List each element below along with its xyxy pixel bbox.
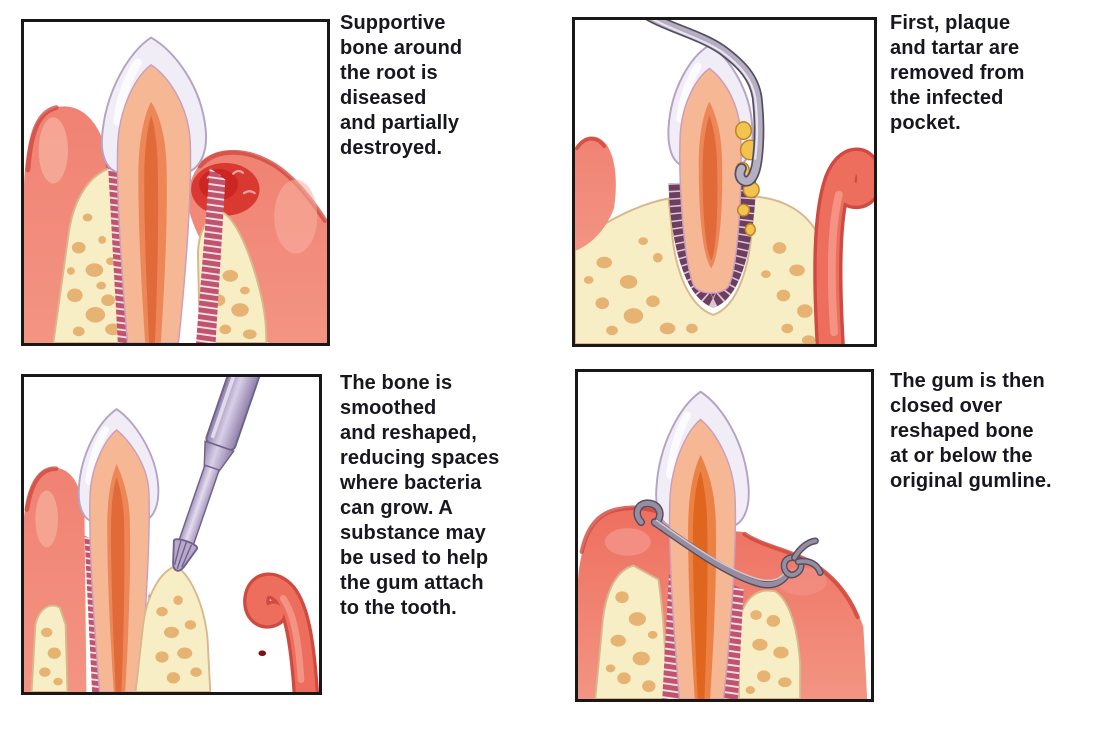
tooth-graphic: [77, 408, 160, 692]
reshaped-bone-graphic: [134, 565, 212, 692]
caption-bone-reshaping: The bone is smoothed and reshaped, reduc…: [340, 372, 500, 619]
bone-graphic: [30, 604, 69, 692]
caption-plaque-removal: First, plaque and tartar are removed fro…: [890, 12, 1025, 134]
bur-smoothing-bone-graphic: [24, 377, 319, 692]
caption-gum-closure: The gum is then closed over reshaped bon…: [890, 370, 1052, 492]
retracted-gum-flap: [243, 572, 319, 692]
scaler-instrument-graphic: [645, 20, 765, 187]
suture-thread-graphic: [633, 499, 824, 589]
periodontal-ligament-graphic: [668, 180, 757, 308]
gum-tissue-graphic: [575, 136, 874, 344]
tooth-with-diseased-bone-graphic: [24, 36, 327, 343]
sutured-gum-graphic: [578, 390, 868, 699]
illustration-gum-closure: [575, 369, 874, 702]
illustration-diseased-bone: [21, 19, 330, 346]
illustration-bone-reshaping: [21, 374, 322, 695]
drill-instrument-graphic: [172, 377, 270, 572]
suture-knot: [780, 537, 824, 579]
tooth-graphic: [100, 36, 208, 343]
illustration-plaque-removal: [572, 17, 877, 347]
caption-diseased-bone: Supportive bone around the root is disea…: [340, 12, 463, 159]
tooth-graphic: [667, 44, 754, 294]
scaler-removing-tartar-graphic: [575, 20, 874, 344]
bone-graphic: [594, 564, 802, 699]
bone-graphic: [575, 195, 826, 344]
